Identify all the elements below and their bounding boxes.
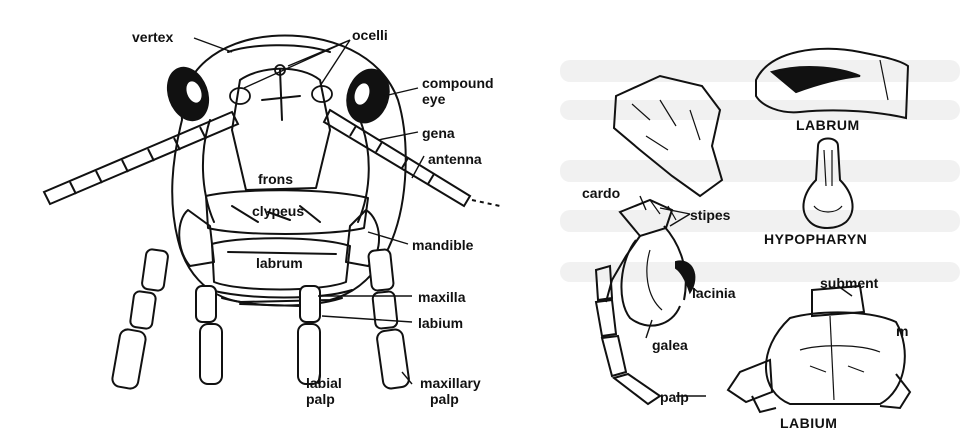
label-stipes: stipes [690,208,730,222]
frons-midline [280,70,282,120]
isolated-labium [728,286,910,412]
label-labrum: labrum [256,256,303,270]
label-lacinia: lacinia [692,286,736,300]
label-maxilla: maxilla [418,290,465,304]
mandible-left [179,210,214,266]
label-galea: galea [652,338,688,352]
maxillary-palp-segments [596,266,660,404]
label-hypopharynx-title: HYPOPHARYN [764,232,867,246]
label-vertex: vertex [132,30,173,44]
label-labial-palp-2: palp [306,392,335,406]
label-ocelli: ocelli [352,28,388,42]
label-maxillary-palp-2: palp [430,392,459,406]
label-labial-palp-1: labial [306,376,342,390]
label-mandible: mandible [412,238,473,252]
label-mentum-fragment: m [896,324,908,338]
label-cardo: cardo [582,186,620,200]
label-labrum-title: LABRUM [796,118,860,132]
label-gena: gena [422,126,455,140]
label-compound-eye-2: eye [422,92,445,106]
label-maxillary-palp-1: maxillary [420,376,481,390]
label-clypeus: clypeus [252,204,304,218]
label-antenna: antenna [428,152,482,166]
label-compound-eye-1: compound [422,76,494,90]
label-frons: frons [258,172,293,186]
label-palp: palp [660,390,689,404]
label-labium: labium [418,316,463,330]
label-submentum: subment [820,276,878,290]
vertex-ridge [228,45,330,52]
compound-eyes [160,61,397,129]
